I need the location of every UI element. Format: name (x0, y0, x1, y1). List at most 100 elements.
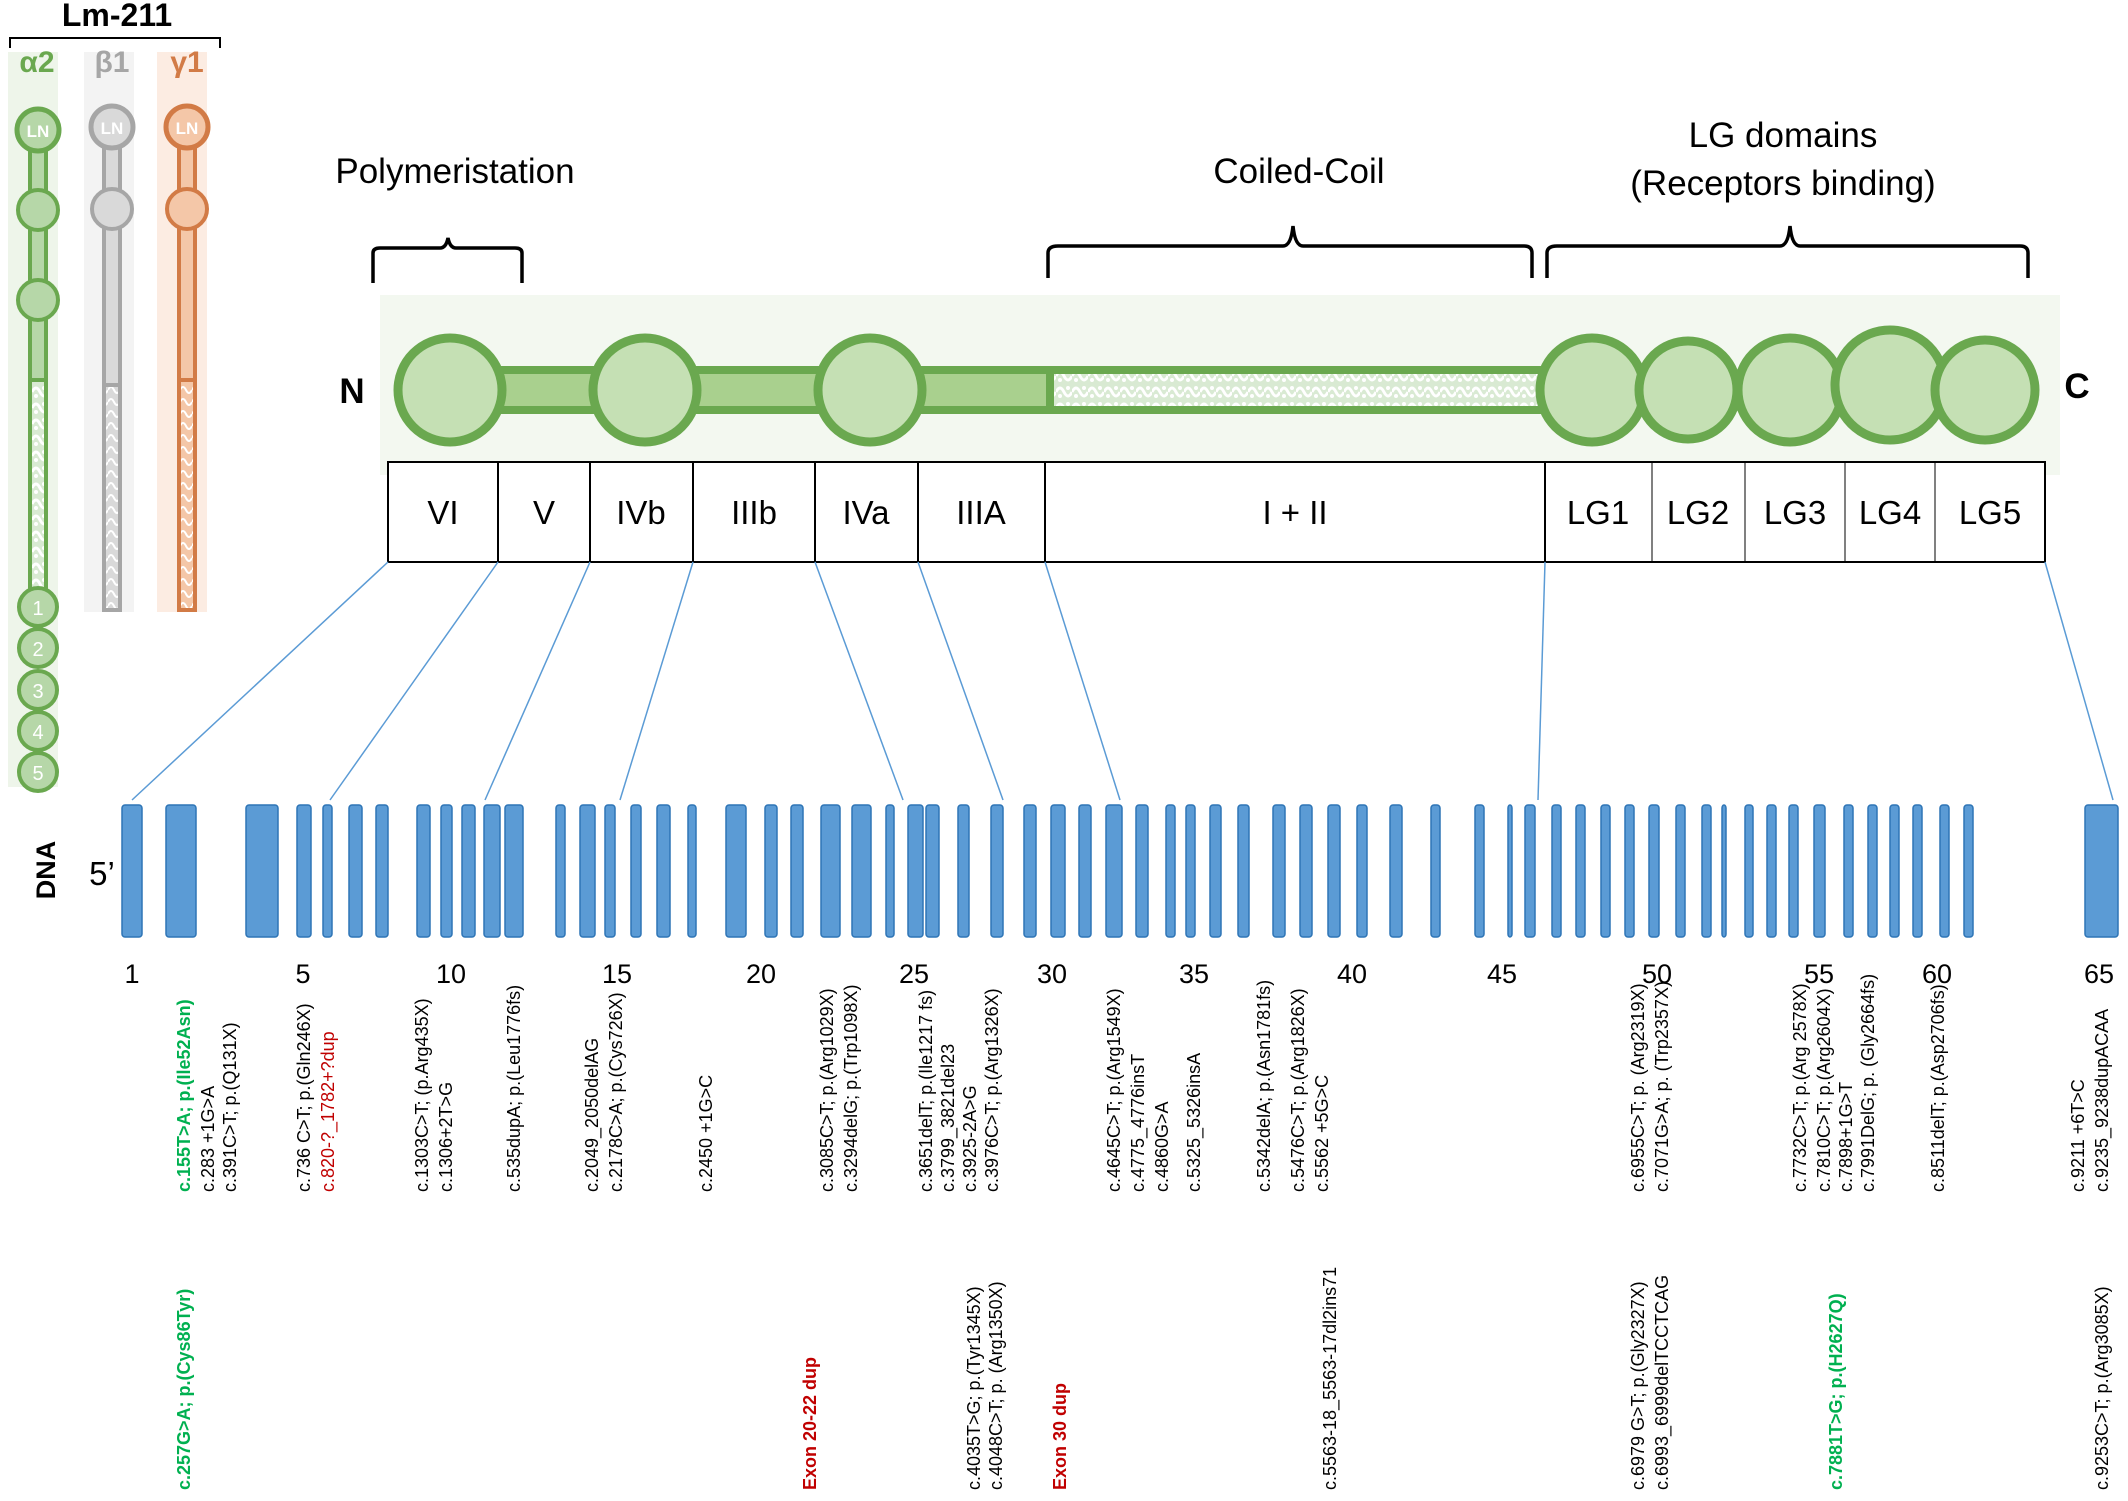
exon-box (790, 804, 804, 938)
exon-box (1867, 804, 1878, 938)
exon-box (1551, 804, 1562, 938)
lg2-globule (1634, 336, 1742, 444)
mutation-label: c.2049_2050delAG (582, 1038, 603, 1192)
exon-box (1430, 804, 1441, 938)
alpha2-lg-2-circle (17, 627, 59, 669)
mutation-label: c.5562 +5G>C (1312, 1075, 1332, 1192)
connector-ivb (484, 561, 591, 801)
mutation-label: c.3651delT; p.(Ile1217 fs) (916, 990, 936, 1192)
domain-table-right (1544, 461, 2046, 563)
mutation-label: c.7881T>G; p.(H2627Q) (1826, 1293, 1846, 1490)
lm211-bracket (9, 37, 221, 48)
alpha2-globule-2 (16, 278, 60, 322)
alpha2-lg-1-circle (17, 586, 59, 628)
exon-number-60: 60 (1922, 959, 1952, 989)
exon-number-35: 35 (1179, 959, 1209, 989)
exon-number-40: 40 (1337, 959, 1367, 989)
exon-box (1524, 804, 1536, 938)
mutation-label: c.2178C>A; p.(Cys726X) (606, 992, 626, 1192)
alpha2-globule-1 (16, 188, 60, 232)
mutation-label: c.283 +1G>A (198, 1086, 218, 1192)
exon-box (1023, 804, 1037, 938)
exon-box (2084, 804, 2119, 938)
mutation-label: c.5342delA; p.(Asn1781fs) (1254, 980, 1274, 1192)
mutation-label: c.6955C>T; p. (Arg2319X) (1628, 983, 1648, 1192)
exon-box (416, 804, 431, 938)
exon-box (483, 804, 501, 938)
mutations-top: c.155T>A; p.(Ile52Asn) c.283 +1G>A c.391… (174, 974, 2113, 1192)
n-terminus-label: N (339, 372, 364, 411)
alpha2-lg-4-circle (17, 710, 59, 752)
exon-box (348, 804, 363, 938)
alpha2-lg-3-circle (17, 669, 59, 711)
beta1-ln-label: LN (101, 119, 124, 138)
exon-box (1963, 804, 1974, 938)
exon-box (764, 804, 778, 938)
exon-number-65: 65 (2084, 959, 2114, 989)
mutation-label: c.7071G>A; p. (Trp2357X) (1652, 981, 1672, 1192)
lg1-globule (1535, 333, 1649, 447)
exon-box (957, 804, 970, 938)
dna-label: DNA (31, 841, 61, 900)
domain-iiib-label: IIIb (731, 494, 777, 531)
exon-box (322, 804, 333, 938)
exon-box (1766, 804, 1777, 938)
lg-header-line2: (Receptors binding) (1630, 164, 1935, 203)
gamma1-label: γ1 (170, 46, 203, 79)
mutation-label: c.9253C>T; p.(Arg3085X) (2092, 1286, 2112, 1490)
exon-box (1356, 804, 1368, 938)
exon-box (1788, 804, 1799, 938)
exon-box (1135, 804, 1149, 938)
mutation-label: c.4035T>G; p.(Tyr1345X) (964, 1286, 984, 1490)
polymerisation-brace (371, 237, 524, 283)
mutation-label: c.7810C>T; p.(Arg2604X) (1814, 988, 1834, 1192)
mutation-label: c.1303C>T; (p.Arg435X) (412, 998, 432, 1192)
rod-segment-2 (686, 366, 834, 414)
mutation-label: c.4048C>T; p. (Arg1350X) (986, 1281, 1006, 1490)
mutation-label: c.5325_5326insA (1184, 1053, 1205, 1192)
mutation-label: c.9235_9238dupACAA (2092, 1009, 2113, 1192)
connector-i-ii (1044, 561, 1121, 801)
mutation-label: c.820-?_1782+?dup (318, 1031, 339, 1192)
rod-segment-3 (906, 366, 1054, 414)
lg-header-line1: LG domains (1689, 116, 1878, 155)
alpha2-ln-domain (14, 106, 62, 154)
beta1-rod (102, 128, 122, 387)
exon-box (885, 804, 895, 938)
coiled-coil-rod (1046, 366, 1554, 414)
alpha2-lg-5-label: 5 (32, 763, 43, 785)
exon-number-30: 30 (1037, 959, 1067, 989)
exon-box (579, 804, 596, 938)
beta1-label: β1 (95, 46, 130, 79)
exon-box (375, 804, 389, 938)
exon-box (851, 804, 872, 938)
exon-box (555, 804, 566, 938)
exon-box (630, 804, 642, 938)
beta1-coil (102, 383, 122, 612)
domain-lg5-label: LG5 (1959, 494, 2021, 531)
alpha2-label: α2 (19, 46, 54, 79)
gamma1-ln-domain (163, 103, 211, 151)
exon-box (1327, 804, 1341, 938)
alpha2-lg-5-circle (17, 751, 59, 793)
domain-exon-connectors (131, 561, 2114, 801)
exon-box (1939, 804, 1950, 938)
exon-box (1624, 804, 1635, 938)
domain-iva-globule (813, 333, 927, 447)
beta1-globule (90, 187, 134, 231)
lg5-globule (1930, 335, 2040, 445)
mutation-label: c.4775_4776insT (1128, 1054, 1149, 1192)
mutation-label: c.535dupA; p.(Leu1776fs) (504, 985, 524, 1192)
exon-box (121, 804, 143, 938)
domain-v-label: V (533, 494, 555, 531)
exon-box (1600, 804, 1611, 938)
exon-box (1209, 804, 1222, 938)
lg3-globule (1733, 333, 1847, 447)
exon-box (604, 804, 616, 938)
exon-box (687, 804, 697, 938)
exon-box (1912, 804, 1923, 938)
mutation-label: c.155T>A; p.(Ile52Asn) (174, 999, 194, 1192)
exon-box (1105, 804, 1123, 938)
domain-headers: Polymeristation Coiled-Coil LG domains (… (335, 116, 2030, 283)
mutation-label: c.391C>T; p.(Q131X) (220, 1022, 240, 1192)
